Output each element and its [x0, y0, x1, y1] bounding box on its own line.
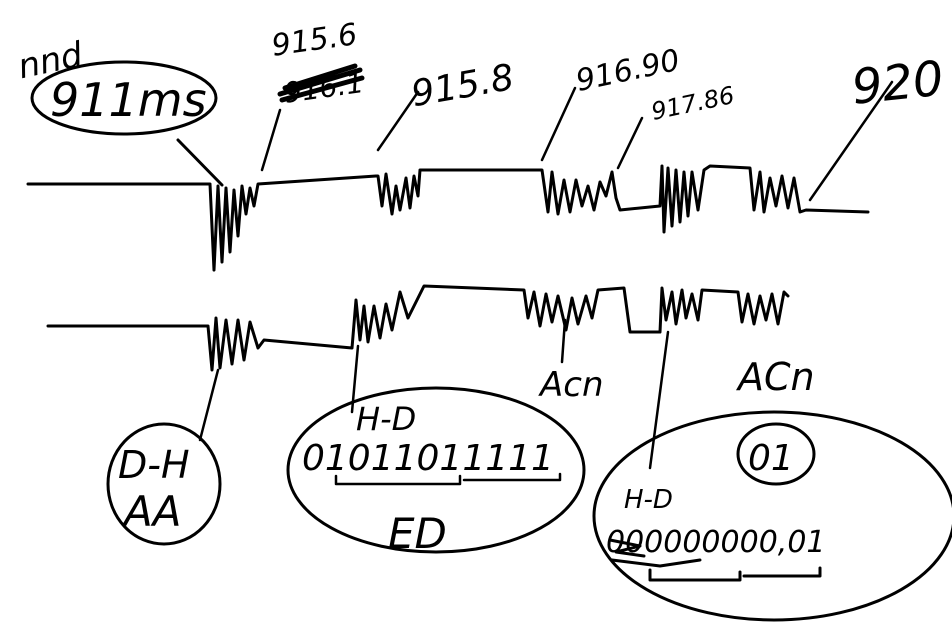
top-signal-waveform — [26, 164, 870, 272]
timestamp-917-86: 917.86 — [649, 81, 737, 126]
timestamp-920: 920 — [849, 51, 946, 116]
header-time-ms: 911ms — [50, 73, 207, 127]
time-pointer-line — [176, 138, 224, 187]
strike-through — [277, 63, 365, 103]
ed-header: H-D — [356, 400, 416, 438]
ack-group-pointer-line — [648, 330, 670, 470]
ed-bracket — [334, 472, 562, 486]
aa-line-1: D-H — [118, 443, 190, 487]
pointer-915-8 — [376, 90, 420, 152]
ack-label-ellipse — [736, 422, 816, 486]
ack-group-ellipse — [592, 410, 952, 622]
ed-bits: 01011011111 — [302, 438, 554, 479]
pointer-917-86 — [616, 116, 644, 170]
timestamp-916-90: 916.90 — [573, 43, 683, 99]
pointer-915-6 — [260, 108, 282, 172]
timestamp-915-8: 915.8 — [408, 57, 517, 115]
bottom-signal-waveform — [46, 284, 790, 372]
aa-group-ellipse — [106, 422, 222, 546]
ack-group-scribble — [608, 538, 822, 582]
ack-group-label: 01 — [748, 438, 794, 479]
ack-label-1: Acn — [538, 365, 604, 405]
pointer-916-90 — [540, 86, 577, 162]
aa-line-2: AA — [121, 487, 181, 536]
timestamp-915-6: 915.6 — [269, 17, 359, 64]
ed-group-ellipse — [286, 386, 586, 554]
ed-label: ED — [388, 509, 447, 558]
aa-pointer-line — [198, 368, 220, 442]
ack-group-bits: 000000000,01 — [606, 525, 826, 560]
ack-pointer-1 — [560, 318, 567, 364]
pointer-920 — [808, 80, 894, 202]
time-ellipse — [30, 60, 218, 136]
ack-group-header: H-D — [624, 485, 673, 515]
ack-label-2: ACn — [735, 355, 815, 399]
